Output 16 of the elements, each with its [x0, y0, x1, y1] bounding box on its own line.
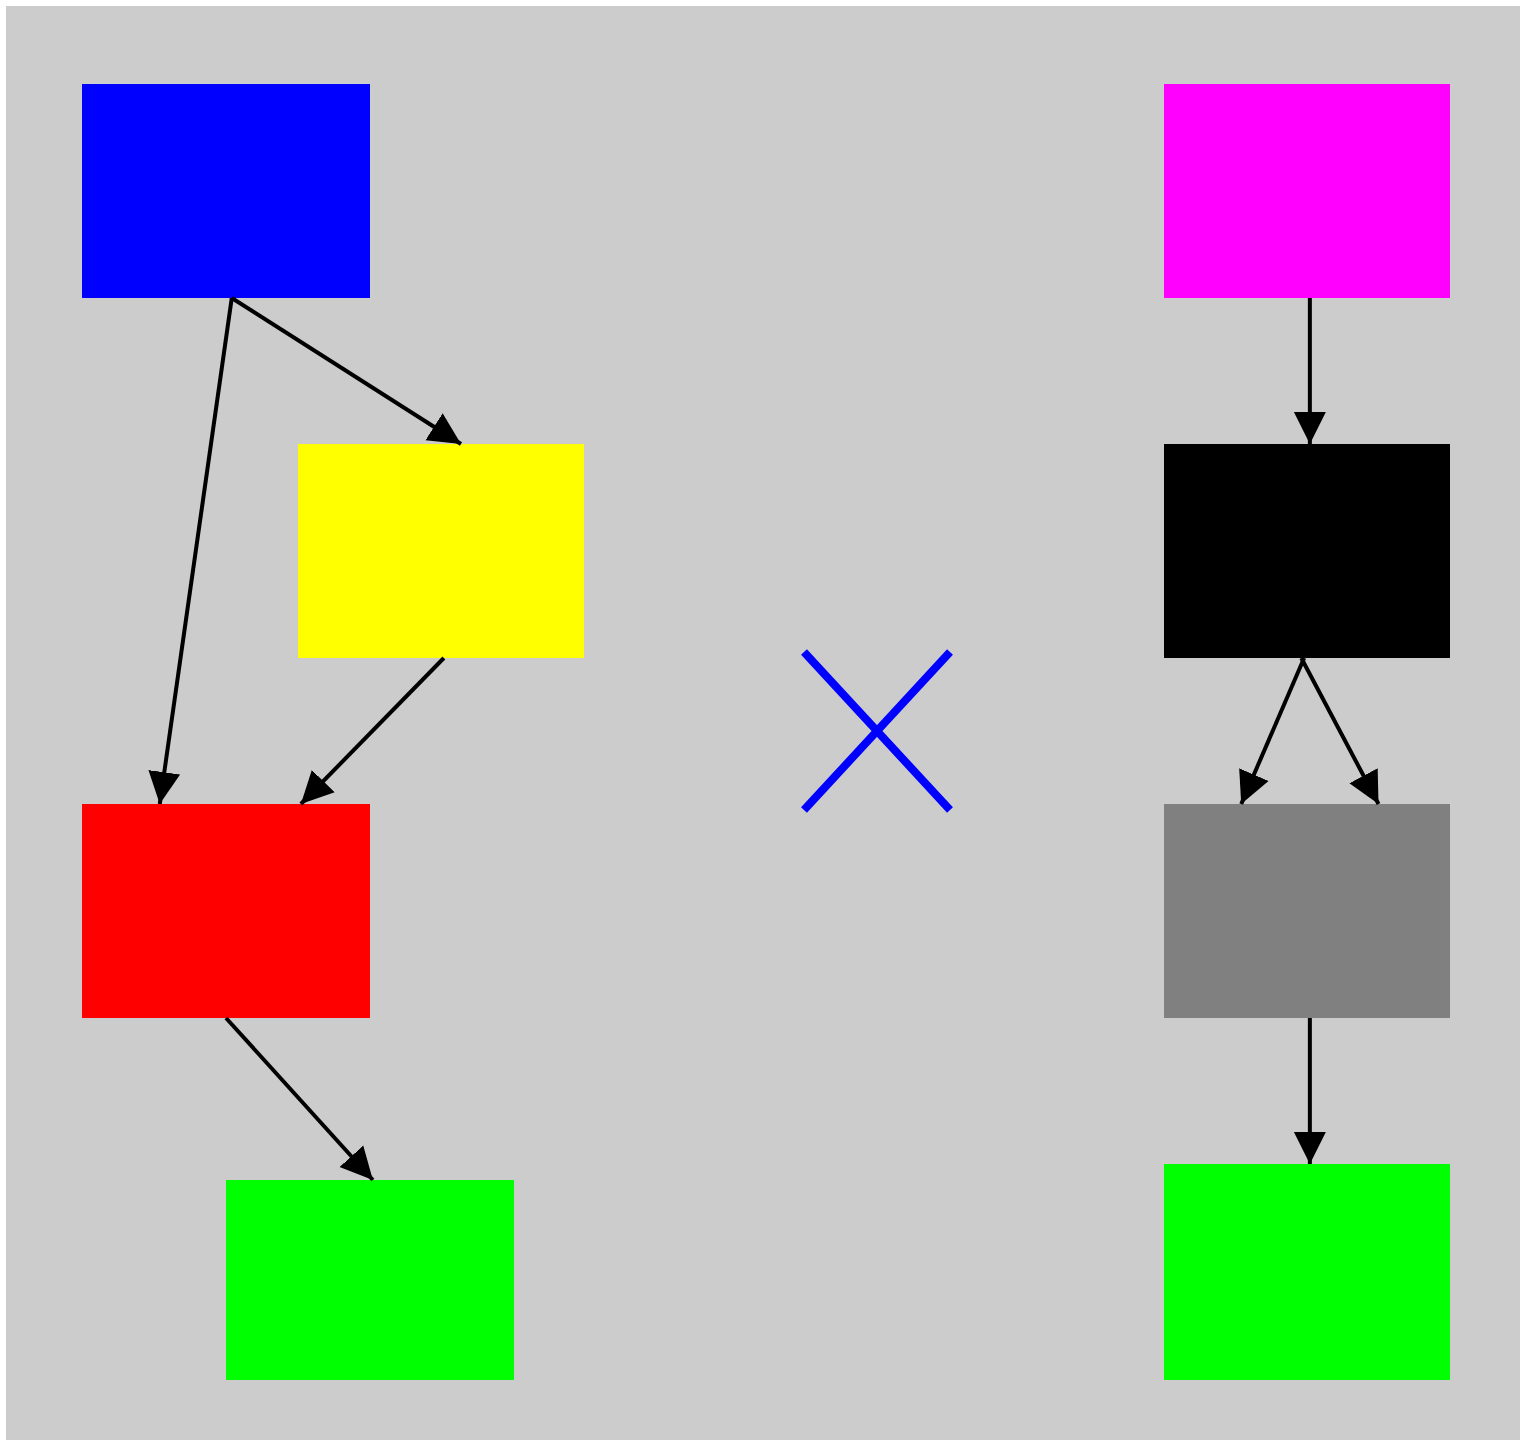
arrow	[230, 296, 463, 446]
colored-box	[1164, 444, 1450, 658]
colored-box	[1164, 84, 1450, 298]
colored-box	[82, 804, 370, 1018]
arrow	[1293, 1018, 1326, 1164]
arrow	[1299, 657, 1381, 805]
arrow	[224, 1016, 375, 1182]
arrow	[148, 297, 234, 805]
colored-box	[1164, 804, 1450, 1018]
colored-box	[226, 1180, 514, 1380]
arrow	[1293, 298, 1326, 444]
arrow	[299, 656, 446, 806]
arrow	[1239, 657, 1306, 805]
colored-box	[82, 84, 370, 298]
colored-box	[298, 444, 584, 658]
colored-box	[1164, 1164, 1450, 1380]
